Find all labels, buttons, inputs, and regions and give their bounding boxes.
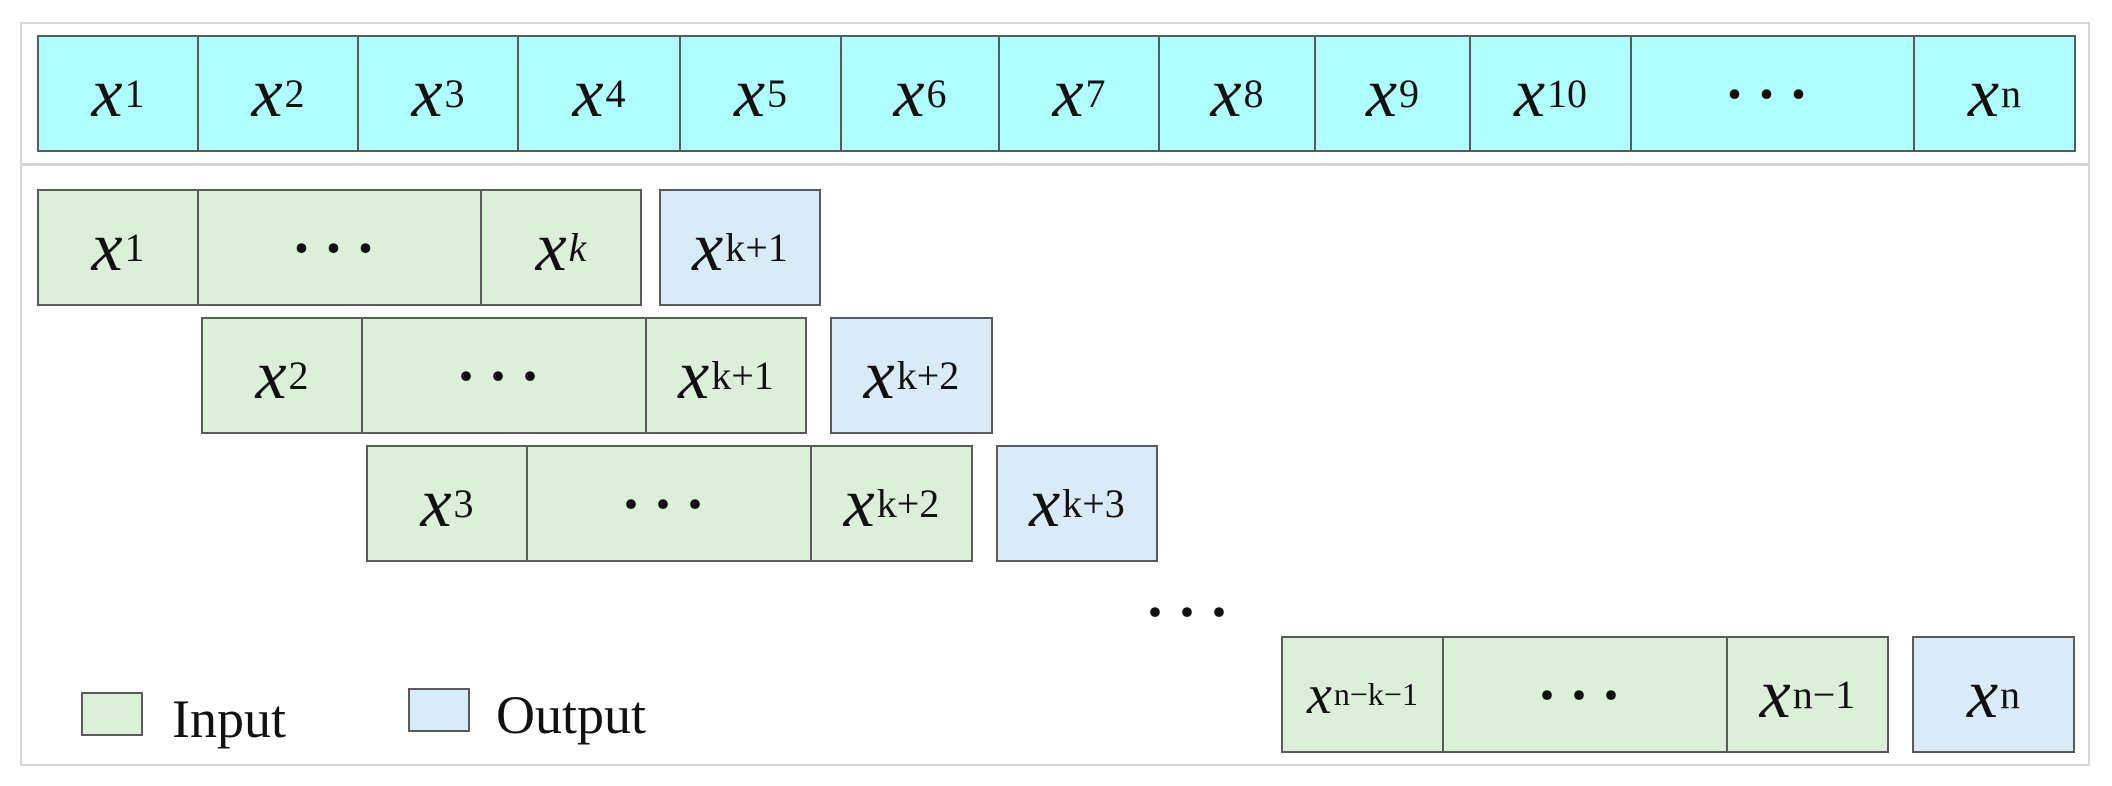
window-2-input-ellipsis: ··· xyxy=(361,317,647,434)
legend-output-label: Output xyxy=(496,685,647,745)
window-3-input-ellipsis: ··· xyxy=(526,445,812,562)
legend-input-swatch xyxy=(81,692,143,736)
window-n-input-ellipsis: ··· xyxy=(1442,636,1728,753)
legend-output-swatch xyxy=(408,688,470,732)
sequence-cell-ellipsis: ··· xyxy=(1630,35,1915,152)
legend-input-label: Input xyxy=(172,689,286,749)
section-divider xyxy=(20,163,2090,166)
window-gap-ellipsis: ··· xyxy=(1145,579,1242,645)
window-1-input-ellipsis: ··· xyxy=(197,189,482,306)
